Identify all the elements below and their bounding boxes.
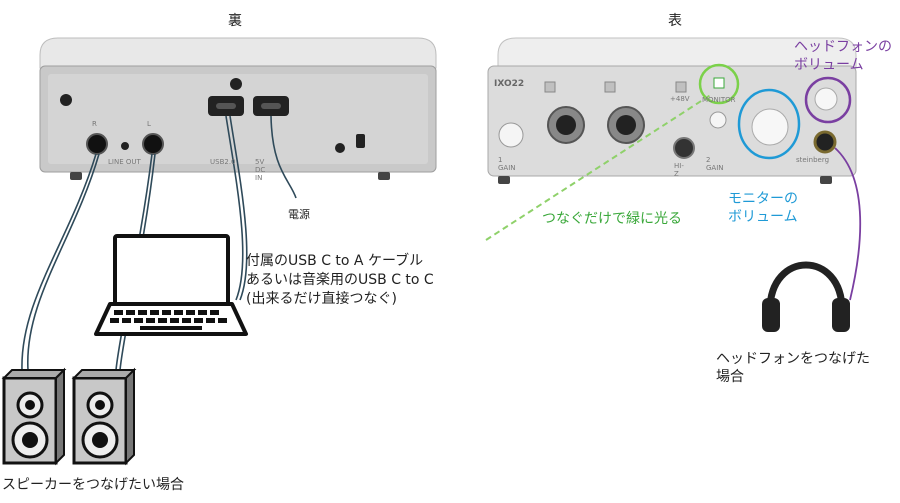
- headphone-cable: [834, 147, 862, 301]
- rear-l-text: L: [147, 120, 151, 128]
- laptop-icon: [94, 234, 248, 336]
- hi-z-jack: [673, 137, 695, 159]
- monitor-volume-highlight: [737, 88, 801, 160]
- rear-panel: [39, 37, 437, 180]
- monitor-volume-knob: [751, 108, 789, 146]
- speaker-left-icon: [1, 367, 67, 466]
- headphones-line1: ヘッドフォンをつなげた: [716, 351, 870, 367]
- headphone-volume-line1: ヘッドフォンの: [794, 39, 892, 55]
- usb-cable-line2: あるいは音楽用のUSB C to C: [246, 272, 434, 288]
- front-48v-text: +48V: [670, 95, 690, 103]
- power-label: 電源: [288, 208, 310, 221]
- headphone-volume-highlight: [804, 76, 852, 124]
- front-brand-text: steinberg: [796, 156, 830, 164]
- led-pointer-line: [485, 93, 713, 241]
- monitor-volume-line1: モニターの: [728, 191, 798, 207]
- speaker-right-icon: [71, 367, 137, 466]
- front-gain2-text: 2 GAIN: [706, 156, 724, 172]
- front-label: 表: [668, 13, 682, 29]
- front-hi-z-text: HI-Z: [674, 162, 684, 178]
- rear-line-out-text: LINE OUT: [108, 158, 141, 166]
- gain1-knob: [498, 122, 524, 148]
- front-logo-text: IXO22: [494, 79, 525, 89]
- rear-dc-text: 5V DC IN: [255, 158, 266, 182]
- usb-cable-line1: 付属のUSB C to A ケーブル: [246, 253, 424, 269]
- front-gain1-text: 1 GAIN: [498, 156, 516, 172]
- speakers-label: スピーカーをつなげたい場合: [2, 477, 184, 493]
- monitor-volume-line2: ボリューム: [728, 209, 798, 225]
- line-out-r-jack: [86, 133, 108, 155]
- rear-usb-text: USB2.0: [210, 158, 236, 166]
- green-light-label: つなぐだけで緑に光る: [542, 211, 682, 227]
- front-monitor-text: MONITOR: [702, 96, 736, 104]
- rear-r-text: R: [92, 120, 97, 128]
- headphones-line2: 場合: [716, 369, 744, 385]
- line-out-l-jack: [142, 133, 164, 155]
- headphone-jack: [813, 130, 837, 154]
- back-label: 裏: [228, 13, 242, 29]
- rear-screw: [60, 94, 72, 106]
- headphones-icon: [762, 261, 850, 332]
- headphone-volume-knob: [814, 87, 838, 111]
- usb-cable-line3: (出来るだけ直接つなぐ): [246, 291, 397, 307]
- headphone-volume-line2: ボリューム: [794, 57, 864, 73]
- monitor-led: [713, 77, 725, 89]
- monitor-led-highlight: [698, 63, 740, 105]
